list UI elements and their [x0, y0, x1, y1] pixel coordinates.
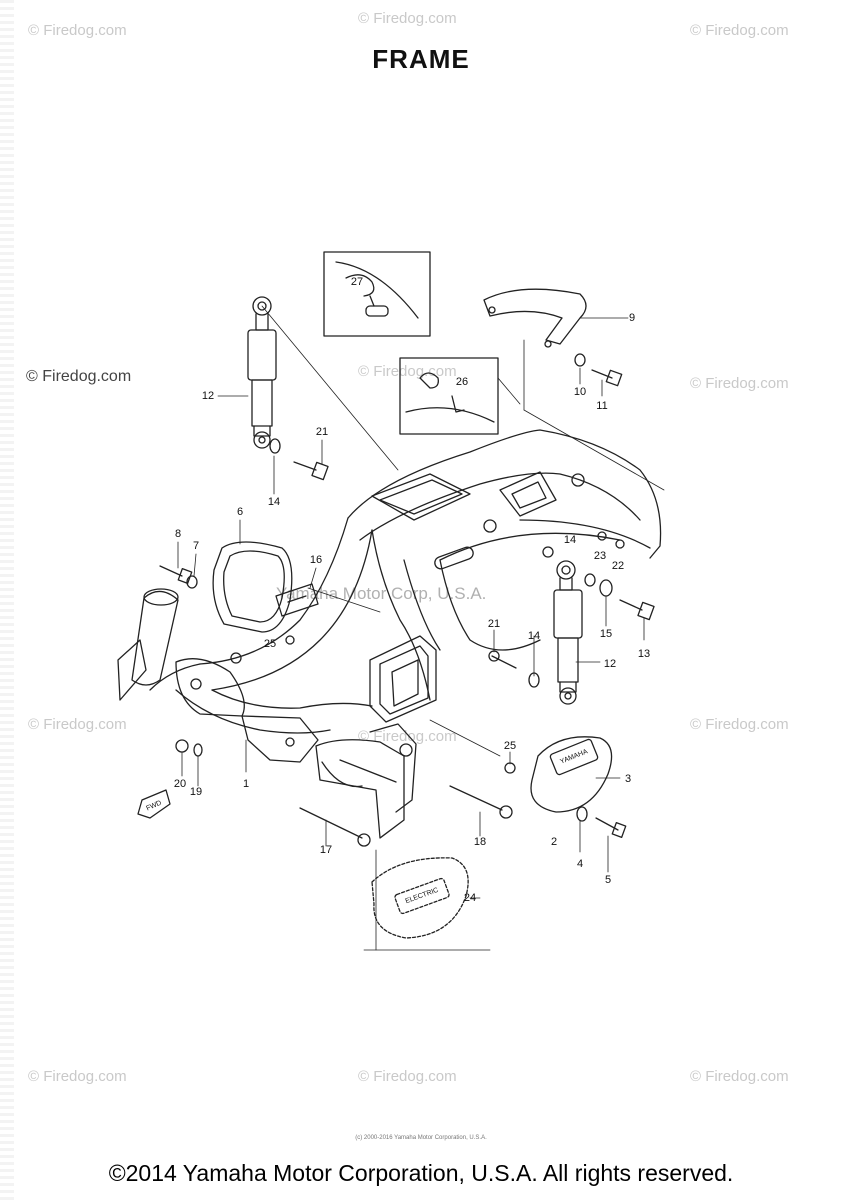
fasteners	[159, 353, 655, 847]
callout-20: 20	[173, 778, 187, 790]
watermark-low-left: © Firedog.com	[28, 716, 127, 733]
callout-14-lower: 14	[527, 630, 541, 642]
callout-11: 11	[596, 400, 608, 412]
callout-24: 24	[463, 892, 477, 904]
callout-1: 1	[242, 778, 250, 790]
watermark-mid-left: © Firedog.com	[26, 368, 132, 385]
watermark-top-right: © Firedog.com	[690, 22, 789, 39]
callout-26: 26	[455, 376, 469, 388]
scan-edge	[0, 0, 14, 1200]
watermark-bottom-center: © Firedog.com	[358, 1068, 457, 1085]
callout-27: 27	[350, 276, 364, 288]
callout-14-right: 14	[563, 534, 577, 546]
callout-8: 8	[174, 528, 182, 540]
callout-2: 2	[550, 836, 558, 848]
callout-10: 10	[573, 386, 587, 398]
callout-12-right: 12	[603, 658, 617, 670]
callout-9: 9	[628, 312, 636, 324]
callout-4: 4	[576, 858, 584, 870]
side-cover-top	[530, 736, 613, 813]
callout-25-left: 25	[263, 638, 277, 650]
copyright-notice: ©2014 Yamaha Motor Corporation, U.S.A. A…	[108, 1160, 734, 1186]
callout-5: 5	[604, 874, 612, 886]
callout-6: 6	[236, 506, 244, 518]
callout-23: 23	[593, 550, 607, 562]
callout-3: 3	[624, 773, 632, 785]
page-title: FRAME	[372, 44, 470, 74]
watermark-bottom-left: © Firedog.com	[28, 1068, 127, 1085]
main-frame	[117, 429, 662, 763]
watermark-yamaha: Yamaha Motor Corp, U.S.A.	[276, 584, 487, 603]
watermark-low-right: © Firedog.com	[690, 716, 789, 733]
callout-21-lower: 21	[487, 618, 501, 630]
callout-18: 18	[473, 836, 487, 848]
watermark-mid-center: © Firedog.com	[358, 363, 457, 380]
shock-absorber-left	[247, 296, 277, 449]
fwd-arrow	[137, 789, 171, 819]
inset-box-27	[323, 251, 431, 337]
watermark-low-center: © Firedog.com	[358, 728, 457, 745]
inset-box-26	[399, 357, 499, 435]
clip-part	[275, 583, 319, 617]
callout-17: 17	[319, 844, 333, 856]
grab-bar	[483, 288, 587, 348]
watermark-bottom-right: © Firedog.com	[690, 1068, 789, 1085]
callout-7: 7	[192, 540, 200, 552]
callout-22: 22	[611, 560, 625, 572]
callout-21-upper: 21	[315, 426, 329, 438]
callout-19: 19	[189, 786, 203, 798]
callout-25-right: 25	[503, 740, 517, 752]
callout-14-upper: 14	[267, 496, 281, 508]
callout-13: 13	[637, 648, 651, 660]
watermark-top-center: © Firedog.com	[358, 10, 457, 27]
battery-band	[212, 541, 293, 633]
side-cover-lower	[371, 857, 469, 939]
watermark-mid-right: © Firedog.com	[690, 375, 789, 392]
shock-absorber-right	[553, 560, 583, 705]
callout-15: 15	[599, 628, 613, 640]
engine-bracket	[315, 723, 417, 839]
callout-16: 16	[309, 554, 323, 566]
watermark-top-left: © Firedog.com	[28, 22, 127, 39]
leader-lines	[177, 305, 665, 951]
callout-12-left: 12	[201, 390, 215, 402]
fine-print: (c) 2000-2016 Yamaha Motor Corporation, …	[355, 1135, 487, 1141]
